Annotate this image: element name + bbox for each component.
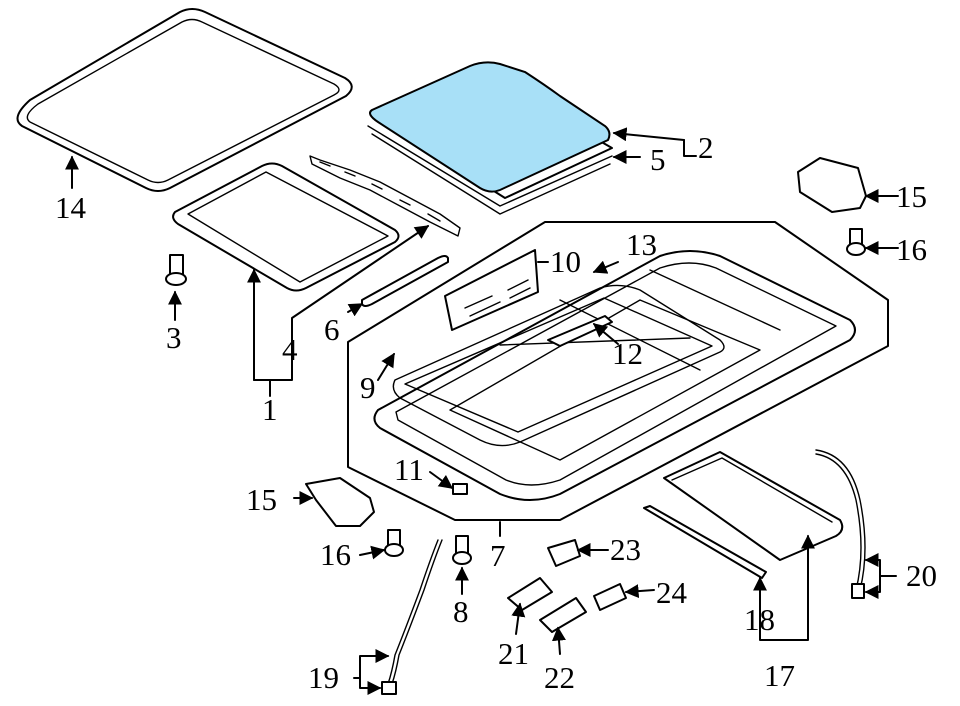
part-17-sunshade[interactable]: [663, 451, 844, 561]
label-11: 11: [394, 452, 424, 487]
part-15-bracket-upper[interactable]: [797, 157, 867, 213]
label-7: 7: [490, 538, 506, 573]
label-24: 24: [656, 575, 688, 610]
label-16-upper: 16: [896, 232, 927, 267]
label-1: 1: [262, 392, 278, 427]
label-17: 17: [764, 658, 795, 693]
label-19: 19: [308, 660, 339, 695]
part-15-bracket-lower[interactable]: [305, 477, 375, 527]
label-22: 22: [544, 660, 575, 695]
label-14: 14: [55, 190, 87, 225]
part-14-seal[interactable]: [16, 8, 353, 192]
label-16-lower: 16: [320, 537, 351, 572]
label-12: 12: [612, 336, 643, 371]
label-5: 5: [650, 142, 666, 177]
part-4-deflector[interactable]: [309, 155, 461, 237]
part-20-drain-hose[interactable]: [815, 449, 866, 599]
label-4: 4: [282, 332, 298, 367]
label-15-upper: 15: [896, 179, 927, 214]
part-6-strip[interactable]: [361, 255, 449, 307]
label-23: 23: [610, 532, 641, 567]
part-24-clip[interactable]: [593, 583, 627, 611]
label-15-lower: 15: [246, 482, 277, 517]
leader-lines: [65, 127, 899, 695]
part-7-frame-assembly[interactable]: [347, 221, 889, 521]
part-22-clip[interactable]: [539, 597, 587, 633]
label-21: 21: [498, 636, 529, 671]
part-19-drain-hose[interactable]: [381, 539, 443, 695]
label-10: 10: [550, 244, 581, 279]
part-8-bolt[interactable]: [452, 535, 472, 565]
part-labels: 14 3 4 1 6 2 5 15 16 13 10 12 9 11 15 16…: [55, 130, 937, 695]
part-16-bolt-lower[interactable]: [384, 529, 404, 557]
part-21-clip[interactable]: [507, 577, 553, 611]
label-13: 13: [626, 227, 657, 262]
label-6: 6: [324, 312, 340, 347]
part-18-rail[interactable]: [643, 505, 767, 579]
part-2-sunshade-panel[interactable]: [367, 61, 613, 215]
label-2: 2: [698, 130, 714, 165]
part-23-clip[interactable]: [547, 539, 581, 567]
label-9: 9: [360, 370, 376, 405]
label-3: 3: [166, 320, 182, 355]
label-20: 20: [906, 558, 937, 593]
part-16-bolt-upper[interactable]: [846, 228, 866, 256]
label-18: 18: [744, 602, 775, 637]
part-1-glass-panel[interactable]: [172, 162, 400, 292]
label-8: 8: [453, 594, 469, 629]
part-3-bolt[interactable]: [165, 254, 187, 286]
